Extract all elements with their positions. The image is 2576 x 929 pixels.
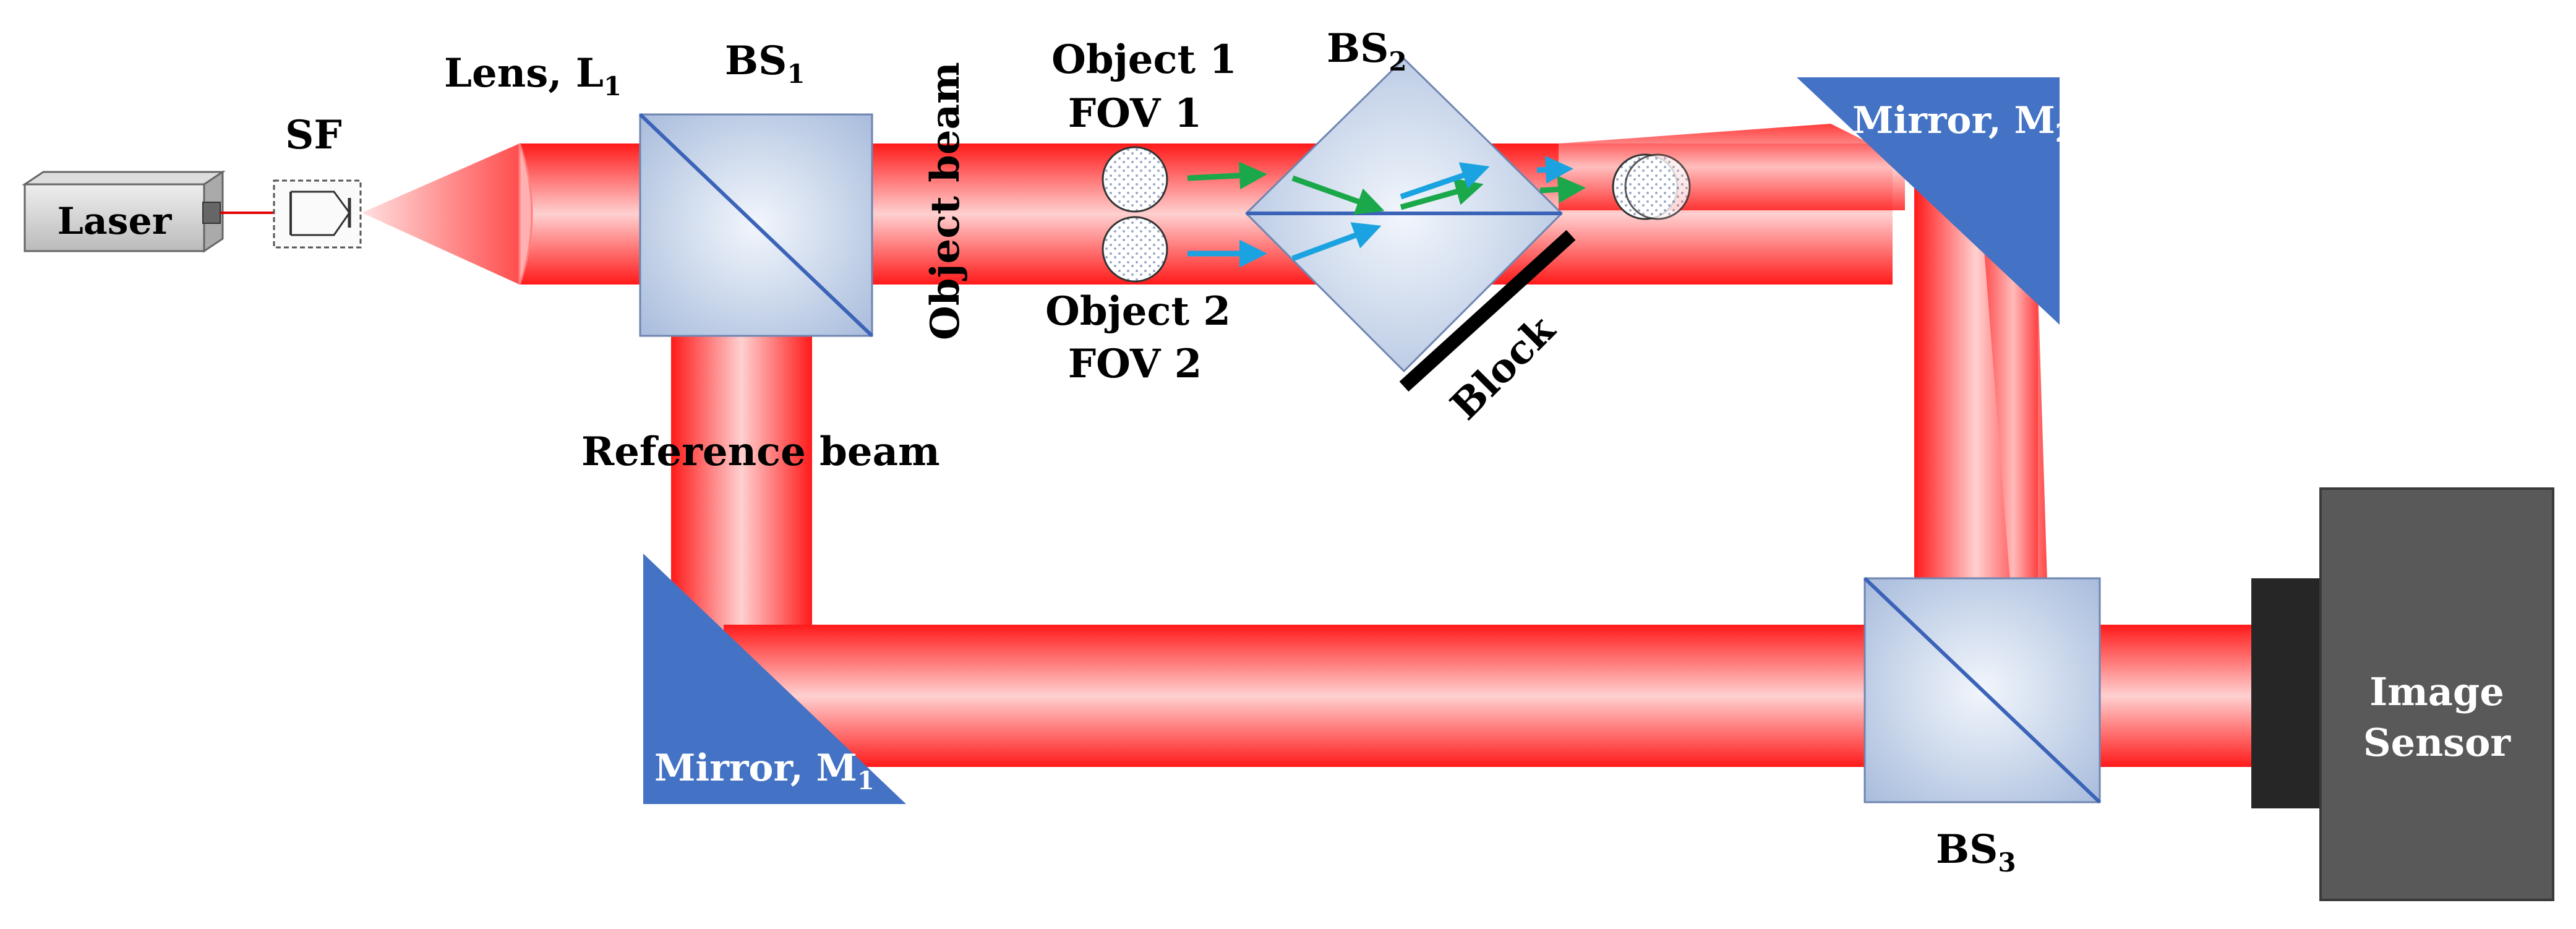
image-object-b [1624,153,1691,220]
lens-label: Lens, L1 [444,50,622,101]
cyan-arrow-4 [1536,155,1573,184]
image-sensor [2319,487,2554,901]
lens-l1 [518,143,533,285]
image-sensor-line2: Sensor [2363,720,2512,765]
object-beam-label: Object beam [922,62,969,340]
cyan-arrow-2 [1291,222,1382,262]
reference-beam-vertical [671,334,812,631]
bs2-label: BS2 [1327,25,1407,77]
laser-label: Laser [58,200,173,243]
spatial-filter: SF [273,112,362,249]
cyan-arrow-3 [1400,162,1490,200]
object-1 [1102,146,1168,213]
expanding-beam-cone [362,143,520,285]
beam-splitter-bs2 [1244,57,1564,373]
beam-splitter-bs3 [1863,576,2102,804]
object-2 [1102,216,1168,283]
green-arrow-2 [1291,175,1385,215]
block [1399,229,1576,392]
reference-beam-label: Reference beam [581,429,940,475]
mirror-m2 [1797,77,2060,325]
green-arrow-3 [1400,178,1484,210]
bs3-label: BS3 [1936,826,2016,878]
mirror-m2-label: Mirror, M2 [1852,99,2073,148]
mirror-m1 [643,554,906,804]
object-1-label-line2: FOV 1 [1068,90,1202,137]
sf-label: SF [285,112,342,158]
bs1-label: BS1 [725,38,805,89]
laser: Laser [22,170,226,253]
image-sensor-line1: Image [2369,669,2504,714]
green-arrow-1 [1187,161,1267,190]
object-2-label-line1: Object 2 [1045,288,1231,335]
green-arrow-4 [1539,175,1586,203]
mirror-m1-label: Mirror, M1 [654,747,875,795]
sensor-front-plate [2251,578,2322,808]
beam-splitter-bs1 [638,113,874,338]
block-label: Block [1442,306,1565,429]
object-1-label-line1: Object 1 [1051,36,1237,83]
object-2-label-line2: FOV 2 [1068,341,1202,387]
